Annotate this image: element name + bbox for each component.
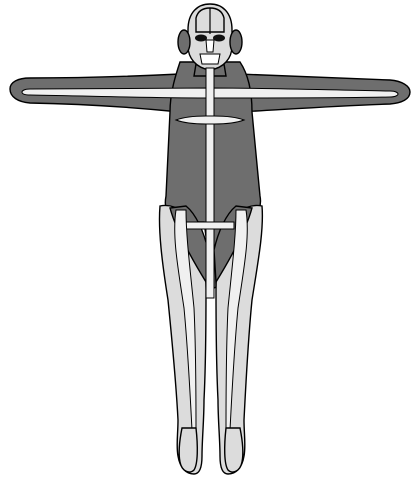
jaw xyxy=(200,54,220,64)
right-foot xyxy=(225,428,243,472)
nose xyxy=(206,40,214,52)
rib-bar xyxy=(176,116,244,124)
left-eye xyxy=(195,35,207,42)
left-ear xyxy=(178,30,190,54)
right-eye xyxy=(213,35,225,42)
left-foot xyxy=(179,428,197,472)
right-ear xyxy=(230,30,242,54)
spine xyxy=(206,68,214,298)
pelvis-bar xyxy=(186,222,234,229)
